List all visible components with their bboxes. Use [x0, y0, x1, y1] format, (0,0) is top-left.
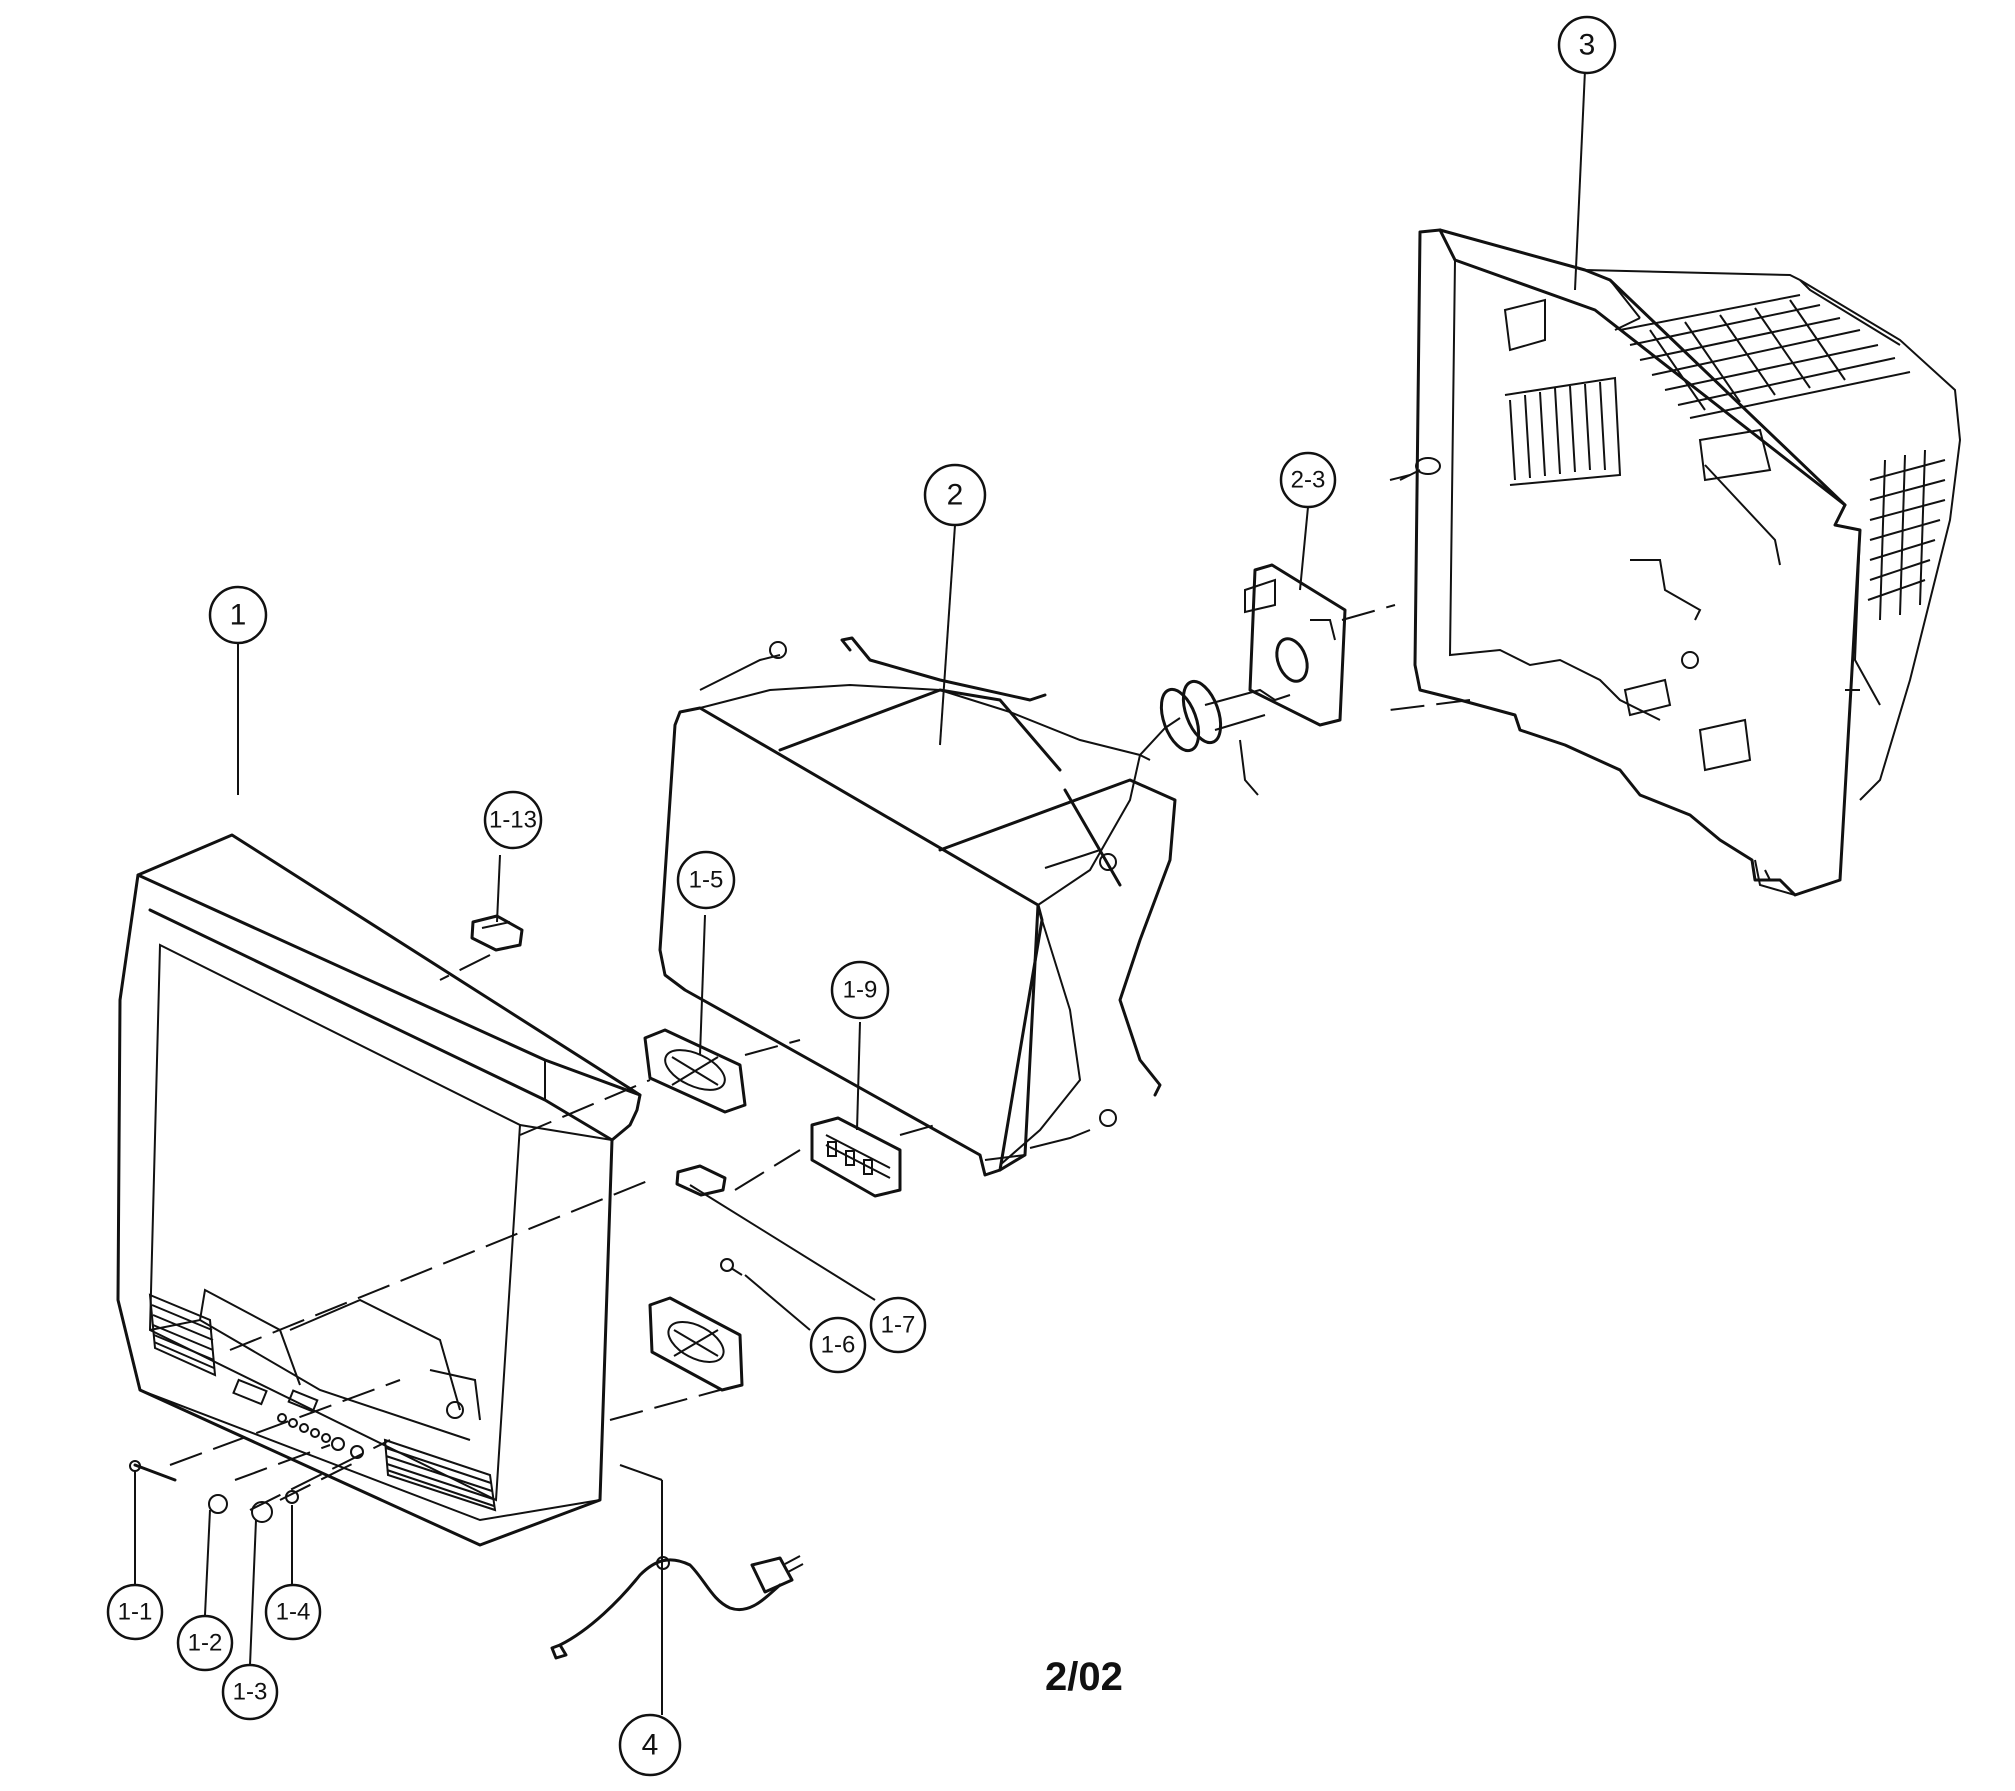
callout-1-1-label: 1-1 — [118, 1599, 153, 1626]
callout-1-13: 1-13 — [483, 790, 543, 850]
callout-3: 3 — [1557, 15, 1617, 75]
callout-1-4-label: 1-4 — [276, 1599, 311, 1626]
power-cord — [550, 1555, 804, 1660]
right-speaker-grille — [383, 1438, 497, 1512]
callout-1-7: 1-7 — [869, 1296, 927, 1354]
callout-1-4: 1-4 — [264, 1583, 322, 1641]
callout-1-5-label: 1-5 — [689, 867, 724, 894]
assembly-lines — [169, 474, 1860, 1511]
inner-vents — [1504, 376, 1622, 486]
callout-1-13-label: 1-13 — [489, 807, 537, 834]
leader-lines — [134, 69, 1586, 1715]
speaker-lower — [648, 1296, 744, 1392]
callout-2-3: 2-3 — [1279, 451, 1337, 509]
callout-1-9: 1-9 — [830, 960, 890, 1020]
callout-1-6-label: 1-6 — [821, 1332, 856, 1359]
callout-1-1: 1-1 — [106, 1583, 164, 1641]
bracket-1-7 — [675, 1164, 727, 1197]
screw-1-6 — [720, 1258, 743, 1276]
callout-1-6: 1-6 — [809, 1316, 867, 1374]
callout-1-9-label: 1-9 — [843, 977, 878, 1004]
callout-1-5: 1-5 — [676, 850, 736, 910]
callout-2-3-label: 2-3 — [1291, 467, 1326, 494]
control-panel — [232, 1378, 364, 1459]
speaker-1-5 — [643, 1028, 747, 1114]
power-button-rod — [129, 1460, 177, 1482]
side-vents — [1867, 449, 1946, 621]
back-cover — [1399, 228, 1962, 897]
control-board-1-9 — [810, 1116, 902, 1198]
callout-4-label: 4 — [642, 1729, 659, 1762]
callout-2-label: 2 — [947, 479, 964, 512]
picture-tube — [658, 636, 1291, 1177]
crt-neck-board-2-3 — [1244, 563, 1347, 727]
callout-4: 4 — [618, 1713, 682, 1777]
callout-1-3: 1-3 — [221, 1663, 279, 1721]
left-speaker-grille — [148, 1293, 217, 1377]
deflection-yoke — [1159, 679, 1291, 796]
callout-1-7-label: 1-7 — [881, 1312, 916, 1339]
top-vents — [1619, 294, 1911, 419]
knob-1-3 — [251, 1501, 273, 1523]
callout-2: 2 — [923, 463, 987, 527]
callout-1-2-label: 1-2 — [188, 1630, 223, 1657]
page-code: 2/02 — [1045, 1655, 1123, 1699]
front-cabinet — [116, 833, 642, 1547]
callout-1-3-label: 1-3 — [233, 1679, 268, 1706]
callout-1: 1 — [208, 585, 268, 645]
callout-1-2: 1-2 — [176, 1614, 234, 1672]
callout-3-label: 3 — [1579, 29, 1596, 62]
knob-1-2 — [208, 1494, 228, 1514]
callout-1-label: 1 — [230, 599, 247, 632]
